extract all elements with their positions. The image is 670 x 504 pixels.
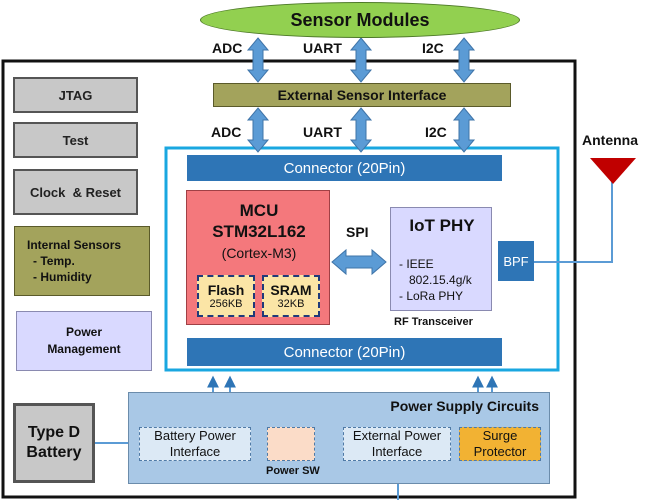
jtag-block: JTAG bbox=[13, 77, 138, 113]
main-board-frame bbox=[1, 59, 577, 499]
external-power-interface-line2: Interface bbox=[371, 444, 423, 459]
power-supply-title: Power Supply Circuits bbox=[390, 398, 539, 414]
internal-sensors-humidity: - Humidity bbox=[33, 270, 92, 284]
internal-sensors-block: Internal Sensors - Temp. - Humidity bbox=[14, 226, 150, 296]
external-sensor-interface-label: External Sensor Interface bbox=[277, 87, 447, 103]
test-block: Test bbox=[13, 122, 138, 158]
surge-protector: Surge Protector bbox=[459, 427, 541, 461]
top-bus-arrows bbox=[246, 37, 476, 83]
connector-bottom: Connector (20Pin) bbox=[187, 338, 502, 366]
battery-power-interface: Battery Power Interface bbox=[139, 427, 251, 461]
flash-label: Flash bbox=[207, 282, 245, 298]
iot-line3: - LoRa PHY bbox=[399, 289, 464, 303]
power-supply-block: Power Supply Circuits Battery Power Inte… bbox=[128, 392, 550, 484]
sram-block: SRAM 32KB bbox=[262, 275, 320, 317]
internal-sensors-temp: - Temp. bbox=[33, 254, 75, 268]
iot-line2: 802.15.4g/k bbox=[409, 273, 472, 287]
sram-size: 32KB bbox=[277, 298, 305, 310]
antenna-icon bbox=[590, 158, 636, 184]
mcu-block: MCU STM32L162 (Cortex-M3) Flash 256KB SR… bbox=[186, 190, 330, 325]
iot-phy-block: IoT PHY - IEEE 802.15.4g/k - LoRa PHY bbox=[390, 207, 492, 311]
surge-protector-line1: Surge bbox=[482, 428, 518, 443]
power-management-block: Power Management bbox=[16, 311, 152, 371]
battery-line2: Battery bbox=[26, 444, 82, 461]
test-label: Test bbox=[62, 132, 89, 148]
mcu-core: (Cortex-M3) bbox=[221, 245, 297, 261]
flash-size: 256KB bbox=[209, 298, 243, 310]
clock-reset-block: Clock & Reset bbox=[13, 169, 138, 215]
sensor-modules-label: Sensor Modules bbox=[290, 9, 430, 30]
sram-label: SRAM bbox=[270, 282, 312, 298]
bus-label-uart-top: UART bbox=[303, 40, 342, 56]
external-sensor-interface: External Sensor Interface bbox=[213, 83, 511, 107]
iot-line1: - IEEE bbox=[399, 257, 434, 271]
external-power-interface: External Power Interface bbox=[343, 427, 451, 461]
power-switch-label: Power SW bbox=[266, 465, 320, 477]
battery-line1: Type D bbox=[27, 424, 81, 441]
sensor-modules: Sensor Modules bbox=[200, 2, 520, 38]
bus-label-uart-mid: UART bbox=[303, 124, 342, 140]
mcu-title: MCU bbox=[239, 201, 279, 220]
power-management-line1: Power bbox=[65, 325, 102, 339]
spi-label: SPI bbox=[346, 224, 369, 240]
battery-power-interface-line1: Battery Power bbox=[154, 428, 236, 443]
surge-protector-line2: Protector bbox=[473, 444, 527, 459]
bpf-block: BPF bbox=[498, 241, 534, 281]
power-management-line2: Management bbox=[47, 342, 121, 356]
internal-sensors-title: Internal Sensors bbox=[27, 238, 122, 252]
rf-transceiver-caption: RF Transceiver bbox=[394, 316, 473, 328]
battery-power-interface-line2: Interface bbox=[169, 444, 221, 459]
iot-phy-title: IoT PHY bbox=[409, 216, 475, 235]
jtag-label: JTAG bbox=[58, 87, 93, 103]
connector-top-label: Connector (20Pin) bbox=[283, 159, 406, 177]
bus-label-adc-top: ADC bbox=[212, 40, 243, 56]
bus-label-adc-mid: ADC bbox=[211, 124, 242, 140]
power-switch-box bbox=[267, 427, 315, 461]
antenna-feed bbox=[533, 180, 613, 263]
external-power-interface-line1: External Power bbox=[352, 428, 442, 443]
connector-bottom-label: Connector (20Pin) bbox=[283, 343, 406, 361]
bpf-label: BPF bbox=[503, 253, 529, 269]
mcu-part: STM32L162 bbox=[212, 222, 306, 241]
power-up-arrows bbox=[207, 375, 498, 392]
clock-reset-label: Clock & Reset bbox=[29, 184, 122, 200]
spi-arrow bbox=[331, 248, 387, 276]
connector-top: Connector (20Pin) bbox=[187, 155, 502, 181]
mid-bus-arrows bbox=[246, 107, 476, 153]
battery-block: Type D Battery bbox=[13, 403, 95, 483]
antenna-label: Antenna bbox=[582, 132, 638, 148]
bus-label-i2c-mid: I2C bbox=[425, 124, 447, 140]
bus-label-i2c-top: I2C bbox=[422, 40, 444, 56]
flash-block: Flash 256KB bbox=[197, 275, 255, 317]
